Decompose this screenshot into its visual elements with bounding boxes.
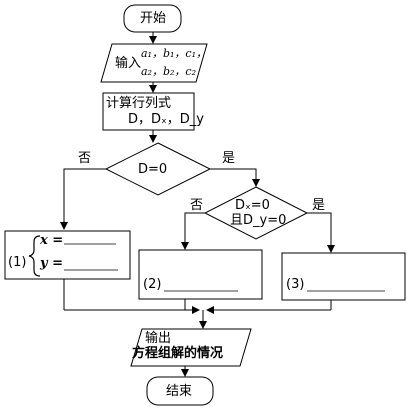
output-label: 输出 [145, 331, 172, 346]
box1-brace [28, 235, 41, 277]
end-label: 结束 [166, 384, 193, 399]
input-parallelogram [100, 43, 208, 83]
box1-y-label: y = [40, 256, 63, 271]
input-vars-line2: a₂，b₂，c₂ [141, 65, 196, 78]
arrow-decision2-yes [307, 212, 335, 253]
decision2-line2: 且D_y=0 [230, 213, 287, 228]
decision2-no-label: 否 [190, 198, 204, 213]
decision2-yes-label: 是 [312, 198, 326, 213]
box3-number: (3) [286, 277, 305, 292]
input-label: 输入 [115, 56, 142, 71]
decision1-no-label: 否 [78, 151, 92, 166]
end-terminal [146, 376, 214, 406]
box2-number: (2) [143, 277, 162, 292]
decision1-diamond [104, 142, 212, 196]
compute-process [102, 92, 195, 131]
decision1-label: D=0 [138, 162, 168, 177]
arrow-decision2-no [181, 212, 205, 250]
output-description: 方程组解的情况 [132, 346, 224, 361]
input-vars-line1: a₁，b₁，c₁， [141, 47, 207, 60]
arrow-decision1-yes [210, 168, 260, 187]
box1-process [4, 230, 131, 280]
start-label: 开始 [140, 11, 167, 26]
decision2-line1: Dₓ=0 [235, 198, 270, 213]
decision2-diamond [203, 186, 309, 240]
arrow-decision1-no [60, 168, 106, 230]
box1-number: (1) [8, 255, 27, 270]
decision1-yes-label: 是 [222, 151, 236, 166]
box3-process [281, 252, 406, 301]
output-parallelogram [130, 328, 252, 367]
compute-label: 计算行列式 [106, 96, 172, 111]
compute-determinants: D，Dₓ，D_y [128, 112, 204, 127]
box1-x-label: x = [40, 233, 64, 248]
